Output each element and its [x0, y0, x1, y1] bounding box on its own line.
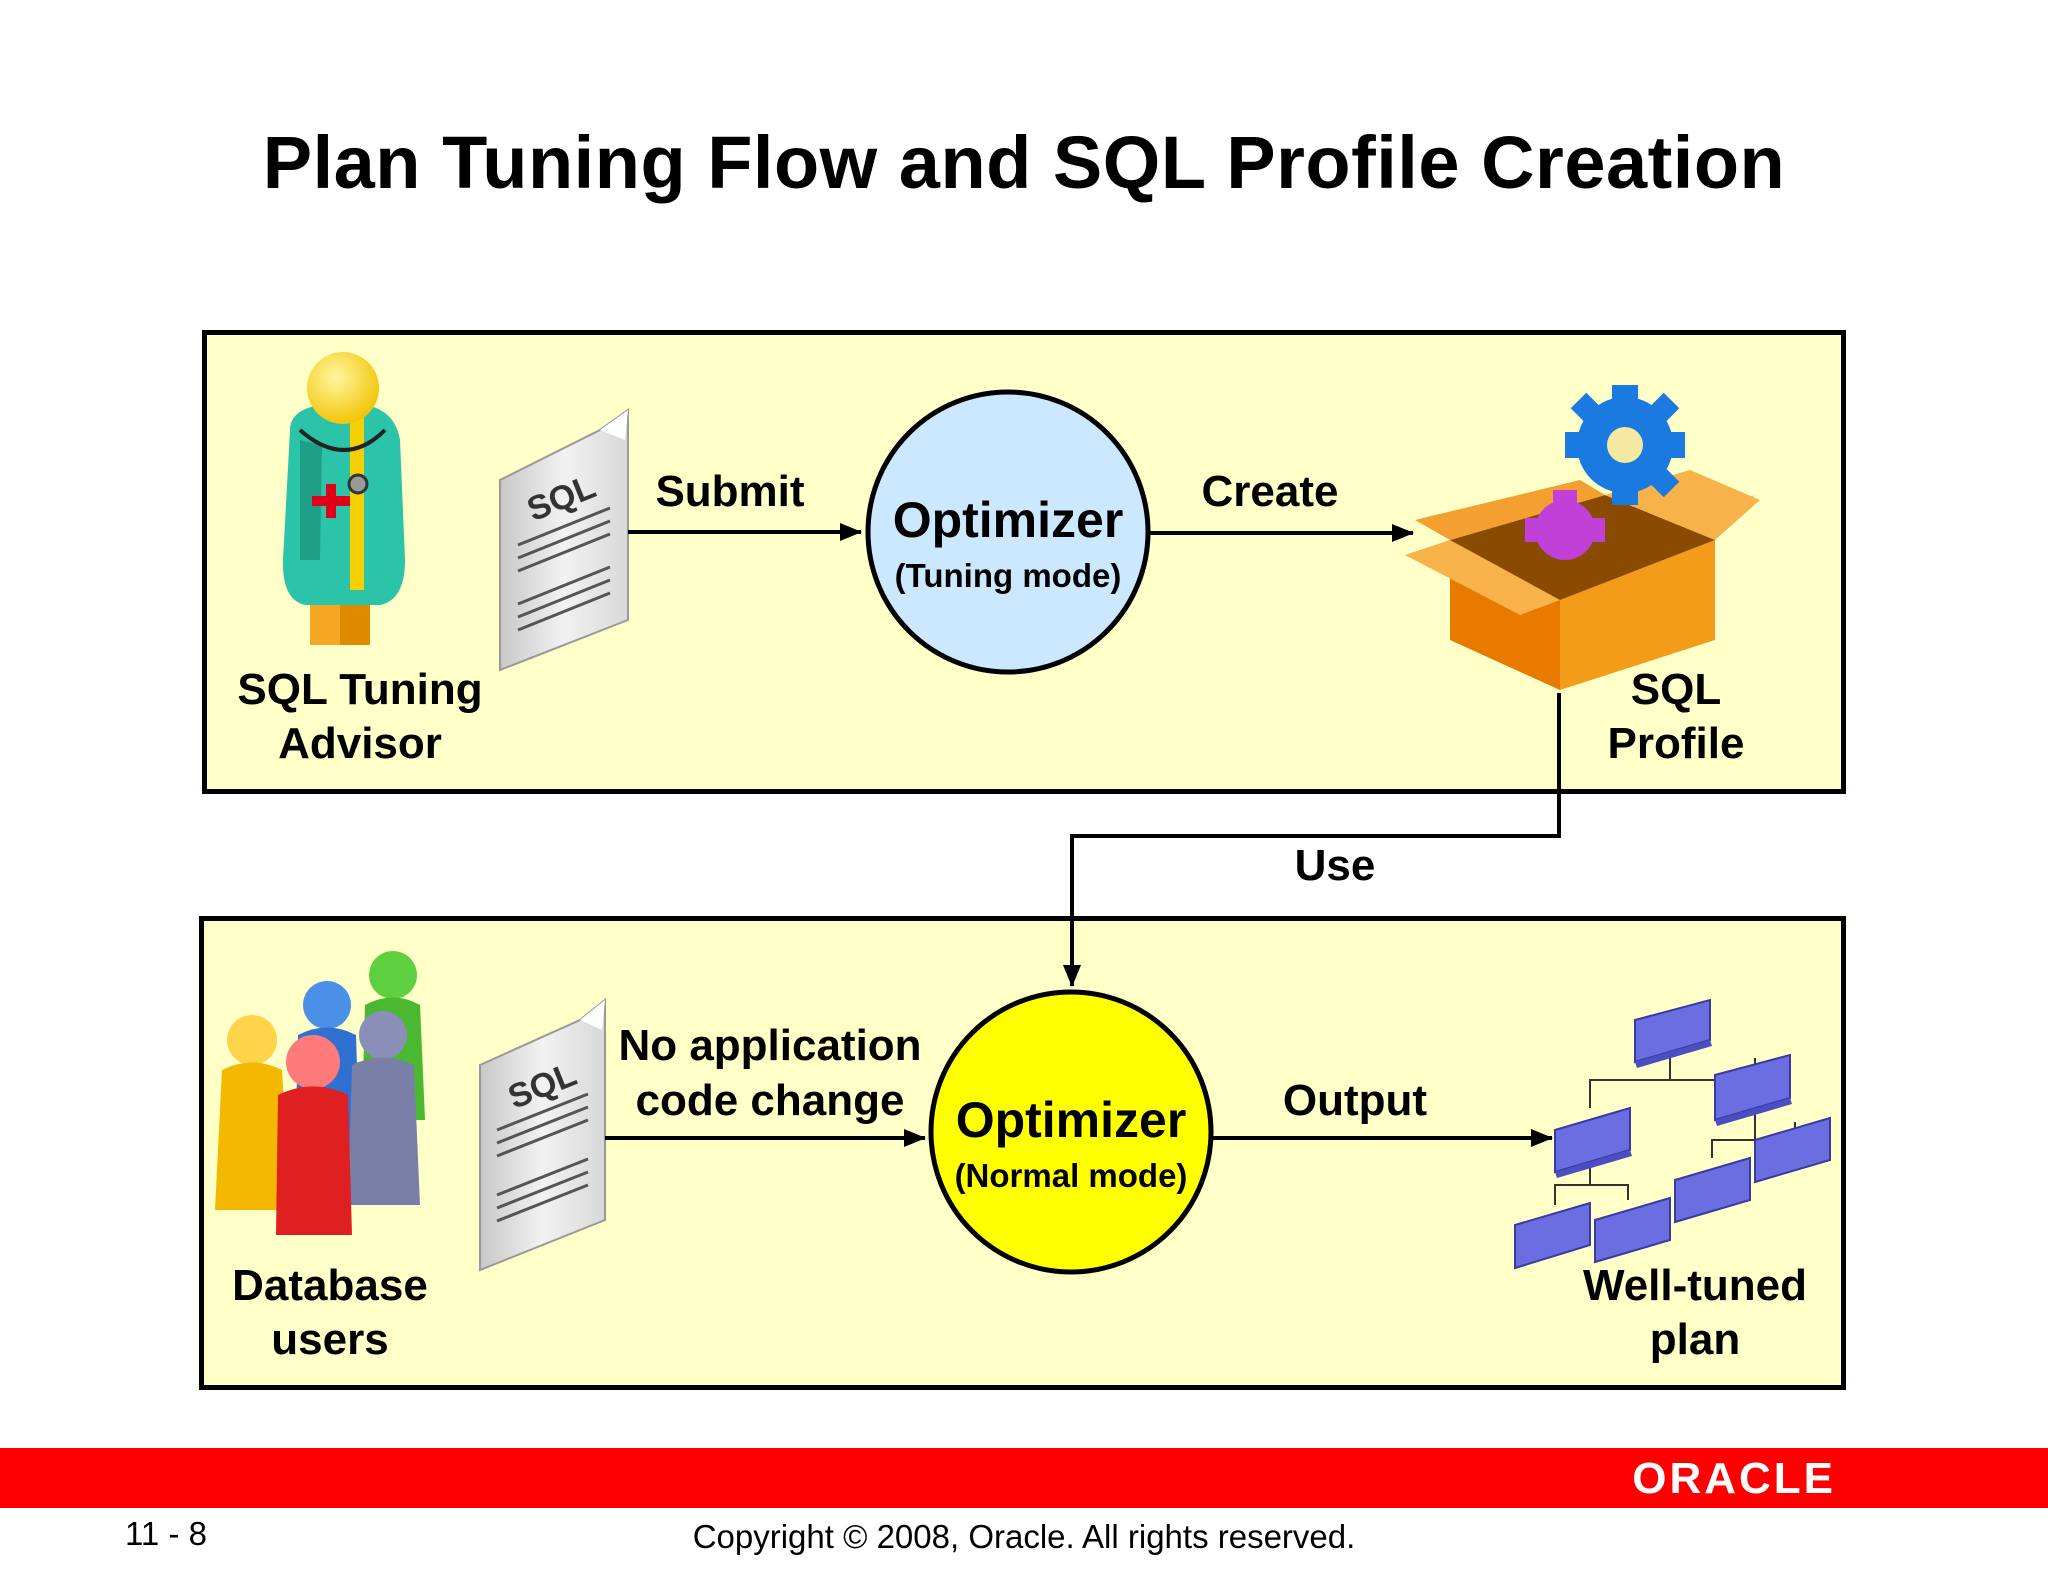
sql-document-icon: SQL [499, 408, 629, 672]
brand-bar: ORACLE [0, 1448, 2048, 1508]
advisor-label-line2: Advisor [278, 719, 442, 768]
create-label: Create [1201, 467, 1339, 516]
profile-label-line1: SQL [1630, 665, 1722, 714]
no-change-line1: No application [618, 1021, 922, 1070]
copyright-text: Copyright © 2008, Oracle. All rights res… [692, 1518, 1356, 1555]
plan-tree-icon [1514, 998, 1831, 1270]
sql-profile-icon [1405, 385, 1760, 690]
normal-optimizer-circle [928, 989, 1214, 1275]
plan-label-line1: Well-tuned [1582, 1261, 1808, 1310]
use-label: Use [1294, 841, 1376, 890]
users-label-line1: Database [232, 1261, 428, 1310]
tuning-optimizer-title: Optimizer [892, 492, 1124, 548]
profile-label-line2: Profile [1607, 719, 1745, 768]
tuning-optimizer-mode: (Tuning mode) [894, 557, 1122, 594]
users-label-line2: users [271, 1315, 389, 1364]
advisor-icon [282, 352, 405, 645]
output-label: Output [1282, 1076, 1428, 1125]
normal-optimizer-title: Optimizer [955, 1092, 1187, 1148]
oracle-logo: ORACLE [1632, 1454, 1836, 1503]
submit-label: Submit [655, 467, 805, 516]
page-title: Plan Tuning Flow and SQL Profile Creatio… [262, 121, 1786, 204]
plan-label-line2: plan [1649, 1315, 1741, 1364]
advisor-label-line1: SQL Tuning [237, 665, 483, 714]
sql-document-icon-bottom: SQL [479, 997, 606, 1272]
page-number: 11 - 8 [125, 1515, 207, 1552]
normal-optimizer-mode: (Normal mode) [954, 1157, 1188, 1194]
no-change-line2: code change [635, 1076, 905, 1125]
database-users-icon [215, 951, 425, 1235]
use-arrow [1063, 693, 1561, 987]
tuning-optimizer-circle [865, 389, 1151, 675]
